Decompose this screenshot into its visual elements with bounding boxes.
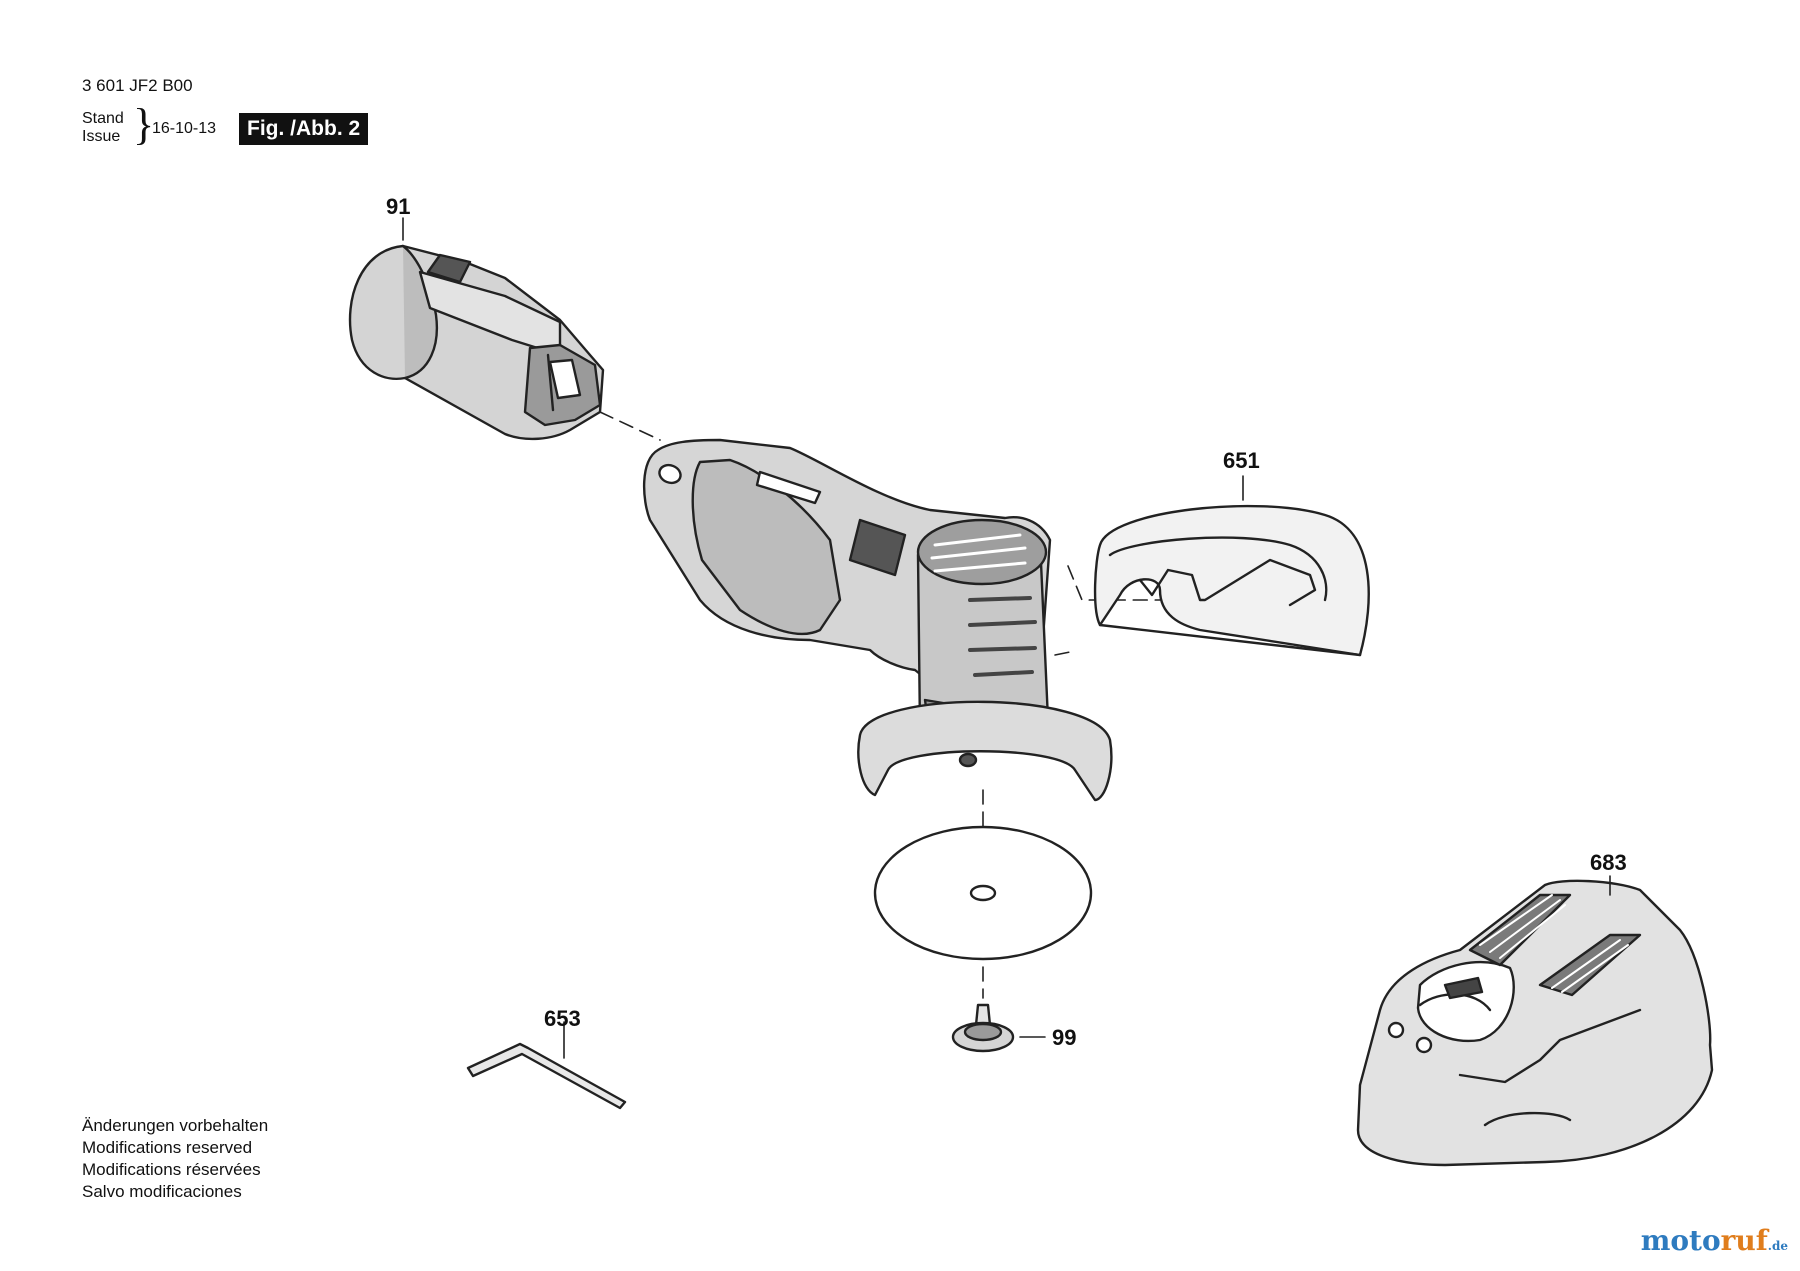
part-number-683: 683 bbox=[1590, 850, 1627, 875]
protective-guard-drawing[interactable] bbox=[1093, 504, 1370, 657]
footer-line-fr: Modifications réservées bbox=[82, 1160, 261, 1179]
angle-grinder-drawing[interactable] bbox=[642, 438, 1113, 802]
battery-charger-drawing[interactable] bbox=[1356, 879, 1714, 1167]
watermark-part-3: .de bbox=[1767, 1239, 1788, 1253]
footer-line-en: Modifications reserved bbox=[82, 1138, 253, 1157]
document-number: 3 601 JF2 B00 bbox=[82, 76, 193, 95]
battery-pack-drawing[interactable] bbox=[348, 244, 605, 441]
stand-label: Stand bbox=[82, 110, 124, 127]
cutting-disc-drawing[interactable] bbox=[873, 825, 1093, 961]
figure-label: Fig. /Abb. 2 bbox=[239, 113, 369, 145]
brace-glyph: } bbox=[133, 100, 155, 149]
footer-line-de: Änderungen vorbehalten bbox=[82, 1116, 269, 1135]
footer-line-es: Salvo modificaciones bbox=[82, 1182, 242, 1201]
motoruf-watermark: motoruf.de bbox=[1641, 1224, 1788, 1257]
issue-label: Issue bbox=[82, 128, 121, 145]
issue-date: 16-10-13 bbox=[152, 120, 217, 137]
watermark-part-1: moto bbox=[1640, 1224, 1721, 1257]
stand-issue-labels: Stand Issue bbox=[82, 110, 124, 146]
clamping-screw-drawing[interactable] bbox=[951, 1003, 1015, 1053]
modifications-note: Änderungen vorbehalten Modifications res… bbox=[82, 1115, 268, 1203]
hex-key-drawing[interactable] bbox=[466, 1042, 627, 1110]
part-number-91: 91 bbox=[386, 194, 411, 219]
part-number-99: 99 bbox=[1052, 1025, 1077, 1050]
part-number-651: 651 bbox=[1223, 448, 1260, 473]
part-number-653: 653 bbox=[544, 1006, 581, 1031]
watermark-part-2: ruf bbox=[1720, 1224, 1768, 1257]
